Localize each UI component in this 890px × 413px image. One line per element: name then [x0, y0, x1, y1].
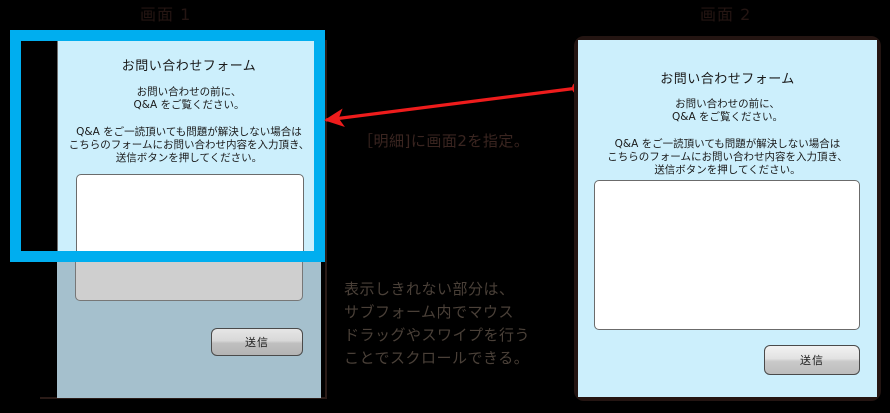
- screen2-panel: お問い合わせフォーム お問い合わせの前に、 Q&A をご覧ください。 Q&A を…: [574, 36, 881, 401]
- send-button-muted[interactable]: 送信: [211, 328, 303, 356]
- annotation-scroll-hint: 表示しきれない部分は、 サブフォーム内でマウス ドラッグやスワイプを行う ことで…: [344, 280, 531, 367]
- red-arrow-icon: [324, 82, 584, 127]
- form-intro-2: お問い合わせの前に、 Q&A をご覧ください。: [672, 98, 783, 123]
- form-body-2: Q&A をご一読頂いても問題が解決しない場合は こちらのフォームにお問い合わせ内…: [607, 138, 848, 176]
- screen2-form: お問い合わせフォーム お問い合わせの前に、 Q&A をご覧ください。 Q&A を…: [578, 40, 877, 397]
- message-textarea-2[interactable]: [594, 180, 860, 330]
- screen1-form-active-clip: お問い合わせフォーム お問い合わせの前に、 Q&A をご覧ください。 Q&A を…: [57, 30, 321, 262]
- screen1-form-active: お問い合わせフォーム お問い合わせの前に、 Q&A をご覧ください。 Q&A を…: [57, 30, 321, 262]
- form-title-2: お問い合わせフォーム: [660, 72, 795, 87]
- screen2-caption: 画面 2: [700, 5, 752, 24]
- form-title: お問い合わせフォーム: [121, 59, 257, 74]
- send-button-2[interactable]: 送信: [764, 345, 860, 375]
- screen1-panel: お問い合わせフォーム お問い合わせの前に、 Q&A をご覧ください。 Q&A を…: [57, 30, 321, 398]
- selection-edge-left: [10, 30, 21, 262]
- form-intro: お問い合わせの前に、 Q&A をご覧ください。: [133, 86, 245, 111]
- message-textarea[interactable]: [76, 174, 304, 262]
- form-body: Q&A をご一読頂いても問題が解決しない場合は こちらのフォームにお問い合わせ内…: [68, 126, 310, 164]
- screen1-frame-right-line: [325, 40, 327, 399]
- annotation-detail-spec: ［明細]に画面2を指定。: [358, 132, 530, 150]
- screen1-caption: 画面 1: [140, 5, 192, 24]
